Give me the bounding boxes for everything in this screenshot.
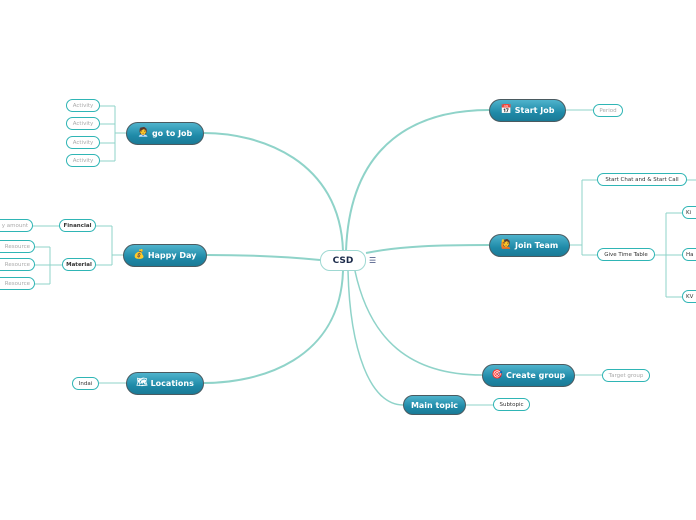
subtopic-start-chat[interactable]: Start Chat and & Start Call <box>597 173 687 186</box>
money-bag-icon: 💰 <box>133 250 145 260</box>
subtopic-label: Material <box>66 261 92 268</box>
subtopic-activity[interactable]: Activity <box>66 154 100 167</box>
topic-label: Start Job <box>514 106 555 115</box>
link-start-job <box>345 109 490 252</box>
subtopic-amount[interactable]: y amount <box>0 219 33 232</box>
subtopic-activity[interactable]: Activity <box>66 99 100 112</box>
hamburger-icon[interactable]: ☰ <box>369 256 377 265</box>
topic-join-team[interactable]: 🙋Join Team <box>489 234 570 257</box>
topic-label: Main topic <box>410 400 459 410</box>
subtopic-label: Activity <box>72 120 94 127</box>
topic-label: Locations <box>150 379 194 388</box>
topic-create-group[interactable]: 🎯Create group <box>482 364 575 387</box>
subtopic-label: y amount <box>1 222 28 229</box>
calendar-icon: 📅 <box>500 105 512 115</box>
topic-main-topic[interactable]: Main topic <box>403 395 466 415</box>
subtopic-target-group[interactable]: Target group <box>602 369 650 382</box>
subtopic-label: Activity <box>72 139 94 146</box>
subtopic-resource[interactable]: Resource <box>0 258 35 271</box>
link-create-group <box>354 270 483 376</box>
link-go-to-job <box>203 132 344 252</box>
subtopic-resource[interactable]: Resource <box>0 277 35 290</box>
topic-label: go to Job <box>151 129 193 138</box>
subtopic-label: KV <box>686 293 694 300</box>
central-label: CSD <box>332 255 354 266</box>
subtopic-label: Indai <box>78 380 93 387</box>
subtopic-label: Activity <box>72 157 94 164</box>
subtopic-activity[interactable]: Activity <box>66 136 100 149</box>
subtopic-activity[interactable]: Activity <box>66 117 100 130</box>
subtopic-ki[interactable]: Ki <box>682 206 696 219</box>
target-icon: 🎯 <box>491 370 503 380</box>
topic-go-to-job[interactable]: 🧑‍💼go to Job <box>126 122 204 145</box>
subtopic-label: Give Time Table <box>604 251 648 258</box>
link-main-topic <box>347 270 404 406</box>
link-join-team <box>365 244 490 254</box>
subtopic-kv[interactable]: KV <box>682 290 696 303</box>
topic-happy-day[interactable]: 💰Happy Day <box>123 244 207 267</box>
topic-label: Create group <box>505 371 566 380</box>
subtopic-label: Ki <box>686 209 692 216</box>
subtopic-financial[interactable]: Financial <box>59 219 96 232</box>
subtopic-time-table[interactable]: Give Time Table <box>597 248 655 261</box>
subtopic-period[interactable]: Period <box>593 104 623 117</box>
map-icon: 🗺 <box>136 378 148 388</box>
subtopic-label: Resource <box>4 261 30 268</box>
topic-start-job[interactable]: 📅Start Job <box>489 99 566 122</box>
subtopic-label: Resource <box>4 280 30 287</box>
raised-hand-icon: 🙋 <box>500 240 512 250</box>
link-locations <box>203 270 344 384</box>
topic-locations[interactable]: 🗺Locations <box>126 372 204 395</box>
subtopic-label: Period <box>599 107 617 114</box>
subtopic-indai[interactable]: Indai <box>72 377 99 390</box>
subtopic-label: Resource <box>4 243 30 250</box>
subtopic-label: Financial <box>63 222 92 229</box>
subtopic-label: Ha <box>686 251 694 258</box>
worker-icon: 🧑‍💼 <box>137 128 149 138</box>
subtopic-resource[interactable]: Resource <box>0 240 35 253</box>
topic-label: Happy Day <box>147 251 197 260</box>
subtopic-material[interactable]: Material <box>62 258 96 271</box>
subtopic-ha[interactable]: Ha <box>682 248 696 261</box>
topic-label: Join Team <box>514 241 559 250</box>
subtopic-subtopic[interactable]: Subtopic <box>493 398 530 411</box>
subtopic-label: Subtopic <box>499 401 524 408</box>
subtopic-label: Start Chat and & Start Call <box>605 176 679 183</box>
central-topic[interactable]: CSD <box>320 250 366 271</box>
subtopic-label: Target group <box>608 372 644 379</box>
subtopic-label: Activity <box>72 102 94 109</box>
link-happy-day <box>206 254 321 261</box>
